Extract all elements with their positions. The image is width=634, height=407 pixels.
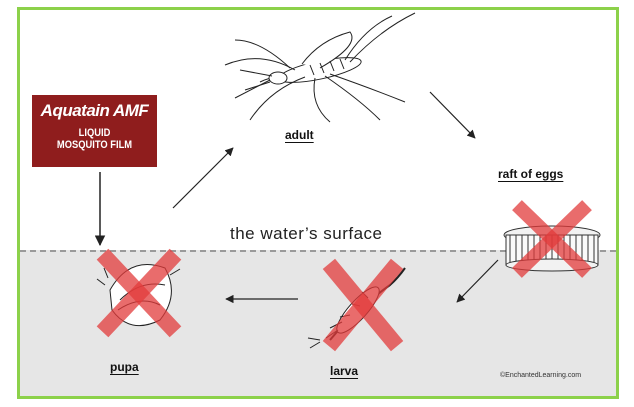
label-adult: adult <box>285 128 314 142</box>
label-raft-of-eggs: raft of eggs <box>498 167 563 181</box>
arrow-icon <box>457 260 498 302</box>
label-larva: larva <box>330 364 358 378</box>
label-pupa: pupa <box>110 360 139 374</box>
red-x-icon <box>334 270 392 340</box>
mosquito-adult-icon <box>225 13 415 122</box>
diagram-frame: the water’s surface Aquatain AMF LIQUID … <box>17 7 619 399</box>
arrow-icon <box>173 148 233 208</box>
credit-text: ©EnchantedLearning.com <box>500 372 581 379</box>
lifecycle-graphics <box>20 10 619 399</box>
arrow-icon <box>430 92 475 138</box>
